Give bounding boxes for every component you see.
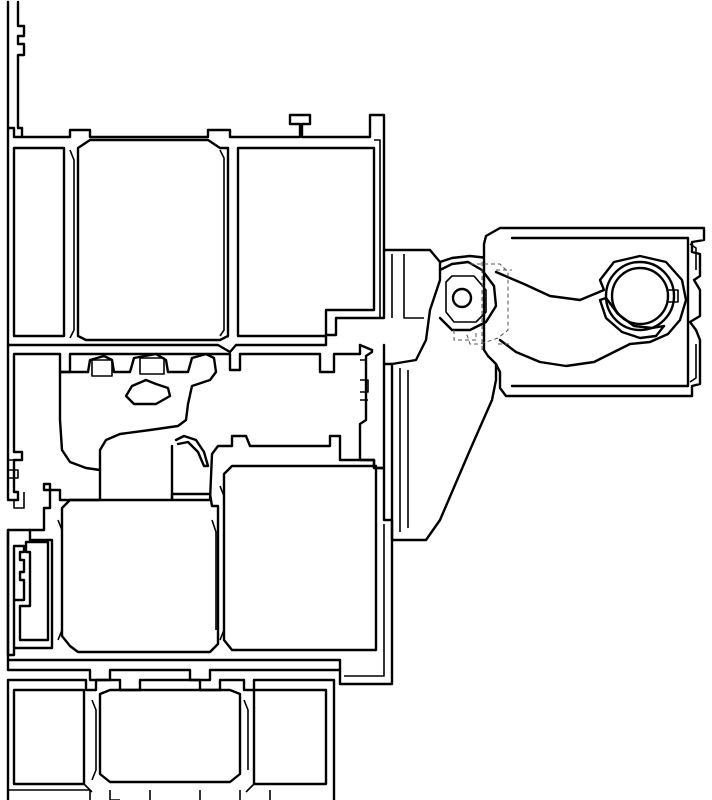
lower-sash-profile	[6, 434, 394, 686]
handle-lever	[482, 226, 706, 398]
bottom-frame-profile	[6, 678, 336, 800]
left-lower-channel	[6, 528, 54, 657]
upper-frame-profile	[6, 113, 386, 354]
handle-spindle	[438, 260, 512, 352]
left-frame-rail	[6, 0, 26, 139]
handle-mounting-plate	[382, 248, 498, 542]
middle-band	[6, 343, 386, 509]
